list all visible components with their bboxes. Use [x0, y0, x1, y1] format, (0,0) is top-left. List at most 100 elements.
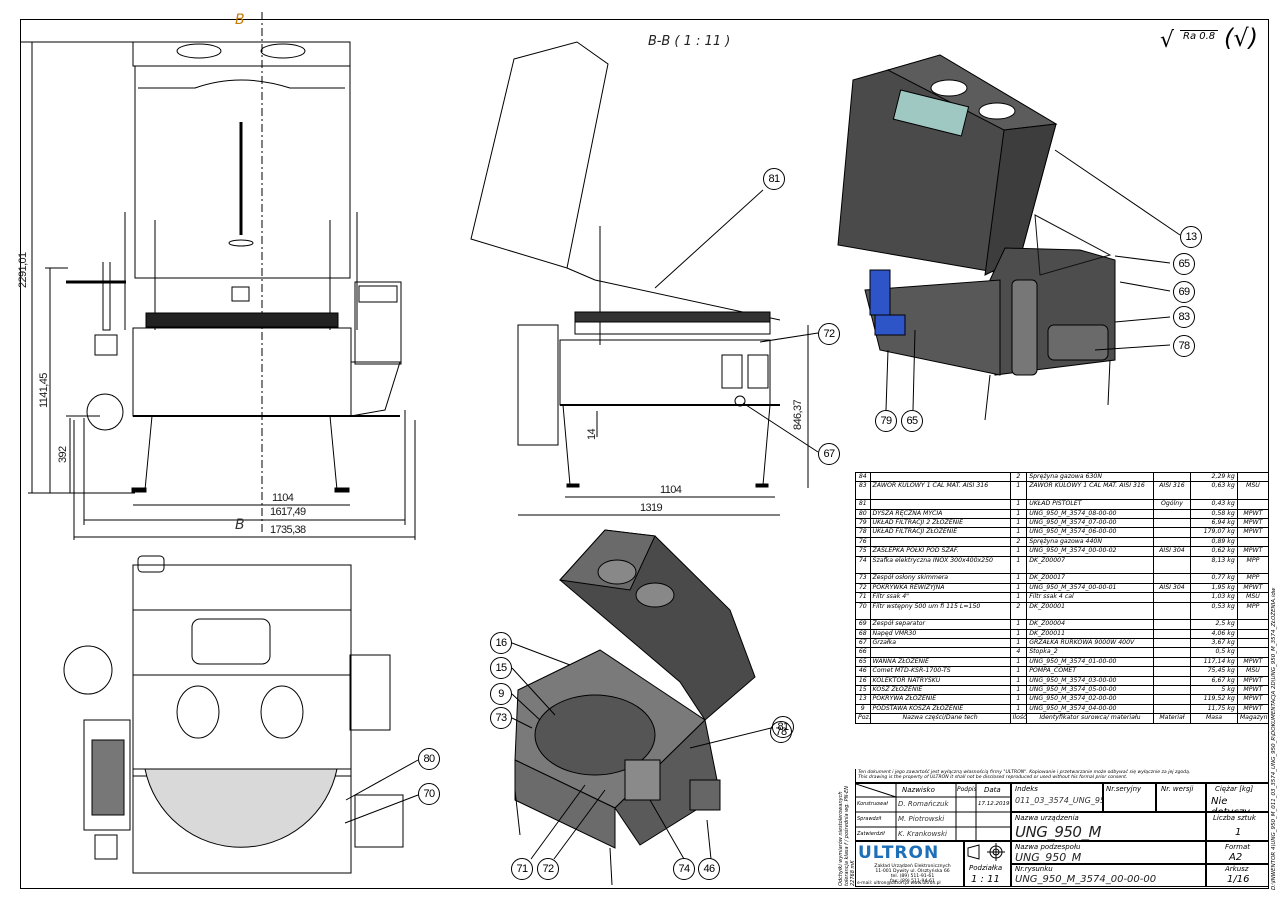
bom-cell-ident: UNG_950_M_3574_00-00-02 — [1026, 546, 1154, 557]
bom-cell-mat — [1152, 508, 1192, 519]
weight-value: Nie dotyczy — [1211, 796, 1250, 811]
bom-cell-poz: 84 — [855, 471, 871, 483]
role-designer: Konstruował — [857, 801, 888, 807]
bom-cell-mass: 4,06 kg — [1190, 628, 1238, 640]
bom-cell-poz: 15 — [855, 685, 871, 696]
balloon-80: 80 — [418, 748, 440, 770]
projection-symbol-icon — [967, 843, 1005, 861]
bom-cell-mat — [1152, 471, 1192, 483]
balloon-67: 67 — [818, 443, 840, 465]
bom-cell-name: WANNA ZŁOŻENIE — [869, 656, 1011, 668]
sheet-value: 1/16 — [1227, 874, 1250, 885]
bom-cell-mat: Ogólny — [1152, 499, 1192, 510]
bom-cell-store: MPWT — [1236, 527, 1270, 538]
bom-cell-qty: 1 — [1009, 573, 1028, 584]
bom-cell-qty: 4 — [1009, 647, 1028, 658]
bom-cell-ident: UNG_950_M_3574_03-00-00 — [1026, 675, 1154, 687]
bom-cell-poz: 69 — [855, 619, 871, 630]
bom-cell-poz: 71 — [855, 592, 871, 603]
bom-cell-name: Szafka elektryczna INOX 300x400x250 — [869, 555, 1011, 575]
balloon-65: 65 — [1173, 253, 1195, 275]
bom-cell-store — [1236, 619, 1270, 630]
role-checker: Sprawdził — [857, 816, 882, 822]
bom-cell-mat: AISI 304 — [1152, 582, 1192, 594]
bom-cell-ident: DK_Z00004 — [1026, 619, 1154, 630]
bom-cell-mass: 0,53 kg — [1190, 601, 1238, 621]
bom-cell-ident: GRZAŁKA RURKOWA 9000W 400V — [1026, 638, 1154, 649]
bom-cell-poz: 68 — [855, 628, 871, 640]
bom-cell-poz: 72 — [855, 582, 871, 594]
bom-cell-mass: 0,58 kg — [1190, 508, 1238, 519]
bom-cell-name — [869, 647, 1011, 658]
bom-cell-mass: 0,43 kg — [1190, 499, 1238, 510]
dim-leg-span: 1104 — [272, 492, 294, 504]
bom-cell-name: POKRYWKA REWIZYJNA — [869, 582, 1011, 594]
bom-cell-mass: 6,67 kg — [1190, 675, 1238, 687]
bom-cell-qty: 1 — [1009, 656, 1028, 668]
bom-cell-qty: 2 — [1009, 536, 1028, 548]
balloon-78: 78 — [1173, 335, 1195, 357]
bom-cell-name — [869, 536, 1011, 548]
bom-cell-name: PODSTAWA KOSZA ZŁOŻENIE — [869, 703, 1011, 715]
surface-finish-value: Ra 0.8 — [1180, 30, 1219, 42]
bom-cell-mat — [1152, 527, 1192, 538]
dim-section-depth: 1319 — [640, 502, 663, 514]
bom-cell-store — [1236, 628, 1270, 640]
bom-cell-mat: AISI 304 — [1152, 546, 1192, 557]
index-label: Indeks — [1015, 785, 1038, 793]
bom-header-cell: Masa — [1190, 713, 1238, 725]
bom-cell-qty: 1 — [1009, 638, 1028, 649]
weight-label: Ciężar [kg] — [1215, 785, 1254, 793]
bom-cell-poz: 67 — [855, 638, 871, 649]
bom-cell-store: MSU — [1236, 592, 1270, 603]
section-view-title: B-B ( 1 : 11 ) — [648, 34, 731, 49]
bom-cell-store: MSU — [1236, 481, 1270, 501]
notice-pl: Ten dokument i jego zawartość jest wyłąc… — [858, 770, 1191, 775]
bom-cell-qty: 1 — [1009, 517, 1028, 529]
bom-cell-mat — [1152, 685, 1192, 696]
version-cell: Nr. wersji — [1156, 783, 1206, 812]
drawing-number-label: Nr.rysunku — [1015, 865, 1053, 873]
company-block: ULTRON Zakład Urządzeń Elektronicznych 1… — [855, 841, 964, 887]
sheet-cell: Arkusz 1/16 — [1206, 864, 1269, 887]
bom-cell-name: KOLEKTOR NATRYSKU — [869, 675, 1011, 687]
bom-cell-poz: 13 — [855, 694, 871, 705]
device-name-label: Nazwa urządzenia — [1015, 814, 1079, 822]
bom-cell-mass: 75,45 kg — [1190, 666, 1238, 677]
company-contact: e-mail: ultron@ultron.pl www.ultron.pl — [857, 881, 941, 886]
bom-cell-ident: DK_Z00017 — [1026, 573, 1154, 584]
bom-cell-name: ZAŚLEPKA PÓŁKI POD SZAF. — [869, 546, 1011, 557]
company-line1: Zakład Urządzeń Elektronicznych — [874, 864, 951, 869]
bom-cell-poz: 78 — [855, 527, 871, 538]
bom-cell-mat — [1152, 647, 1192, 658]
weight-cell: Ciężar [kg] Nie dotyczy — [1206, 783, 1269, 812]
bom-cell-mat — [1152, 638, 1192, 649]
balloon-16: 16 — [490, 632, 512, 654]
subassembly-name: UNG_950_M — [1015, 851, 1082, 864]
surface-finish-general: (√) — [1224, 24, 1259, 52]
bom-cell-store: MPWT — [1236, 582, 1270, 594]
bom-cell-store: MPWT — [1236, 675, 1270, 687]
bom-header-cell: Magazyn — [1236, 713, 1270, 725]
bom-cell-mat — [1152, 656, 1192, 668]
tolerance-side-note: Odchyłki wymiarów niestolerowanych toler… — [838, 785, 856, 886]
bom-cell-store: MPWT — [1236, 546, 1270, 557]
bom-cell-mat: AISI 316 — [1152, 481, 1192, 501]
dim-width-mid: 1617,49 — [270, 506, 306, 518]
checker-name: M. Piotrowski — [898, 815, 945, 823]
balloon-65-b: 65 — [901, 410, 923, 432]
bom-cell-mat — [1152, 592, 1192, 603]
bom-cell-mass: 2,5 kg — [1190, 619, 1238, 630]
